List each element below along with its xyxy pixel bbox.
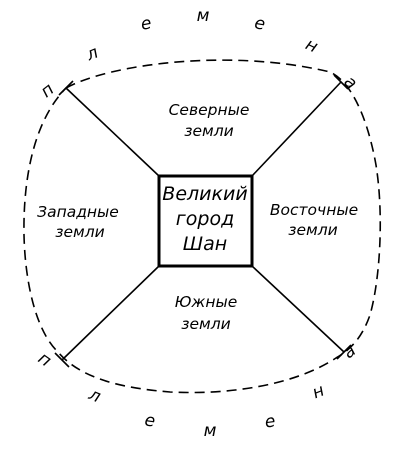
north-lands-label-line-2: земли: [184, 122, 233, 140]
tribes-boundary: [23, 59, 382, 394]
east-lands-label-line-2: земли: [288, 221, 337, 239]
south-lands-label-line-1: Южные: [175, 293, 238, 311]
ring-top-letter-6: н: [302, 34, 321, 57]
ring-bottom-letter-3: е: [143, 410, 156, 431]
ring-bottom-letter-1: п: [34, 348, 55, 371]
west-lands-label-line-2: земли: [55, 223, 104, 241]
ring-top-letter-1: п: [37, 79, 58, 102]
ring-bottom-letter-2: л: [85, 384, 104, 407]
south-lands-label-line-2: земли: [181, 315, 230, 333]
ring-top-letter-7: а: [340, 72, 361, 94]
border-line-northwest: [65, 87, 160, 177]
city-label-line-2: город: [176, 208, 234, 230]
ring-bottom-letter-5: е: [264, 411, 277, 432]
ring-bottom-letter-6: н: [309, 381, 327, 404]
ring-bottom-letter-7: а: [339, 341, 360, 363]
ring-bottom-letter-4: м: [204, 421, 217, 441]
ring-tick-southeast: [336, 344, 352, 360]
city-label-line-1: Великий: [162, 183, 247, 205]
border-line-southeast: [251, 265, 345, 353]
city-square: [157, 174, 254, 268]
border-line-northeast: [251, 81, 342, 177]
ring-tick-northeast: [333, 74, 349, 90]
ring-tick-southwest: [54, 352, 70, 368]
west-lands-label-line-1: Западные: [37, 203, 119, 221]
border-line-southwest: [61, 265, 160, 361]
ring-tick-northwest: [58, 80, 74, 96]
ring-top-letter-5: е: [253, 13, 267, 35]
ring-top-letter-3: е: [139, 13, 153, 35]
north-lands-label-line-1: Северные: [169, 101, 250, 119]
ring-top-letter-4: м: [197, 6, 210, 26]
ring-top-letter-2: л: [83, 43, 102, 66]
east-lands-label-line-1: Восточные: [270, 201, 358, 219]
city-label-line-3: Шан: [183, 233, 227, 255]
